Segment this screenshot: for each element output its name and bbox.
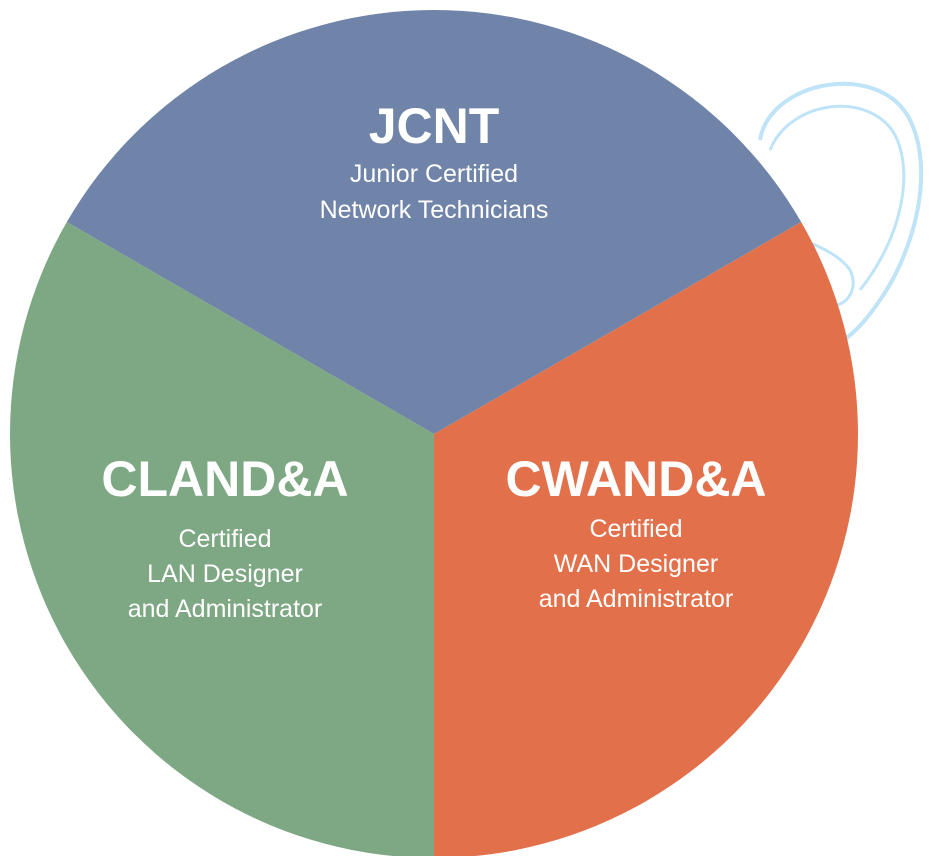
jcnt-description-line-2: Network Technicians [320,196,549,224]
segment-cwand [434,222,858,856]
segment-cland [10,222,434,856]
cwand-description-line-1: Certified [589,515,682,543]
segment-jcnt [66,10,802,435]
cwand-description-line-2: WAN Designer [554,550,718,578]
jcnt-acronym: JCNT [369,98,500,154]
cland-description-line-3: and Administrator [128,595,323,623]
cwand-acronym: CWAND&A [505,451,766,507]
decorative-swirl-stroke-inner [768,104,906,291]
decorative-swirl-stroke-outer [758,81,924,348]
jcnt-description-line-1: Junior Certified [350,160,518,188]
cland-description-line-2: LAN Designer [147,560,303,588]
cland-acronym: CLAND&A [101,451,348,507]
cwand-description-line-3: and Administrator [539,585,734,613]
cland-description-line-1: Certified [178,525,271,553]
